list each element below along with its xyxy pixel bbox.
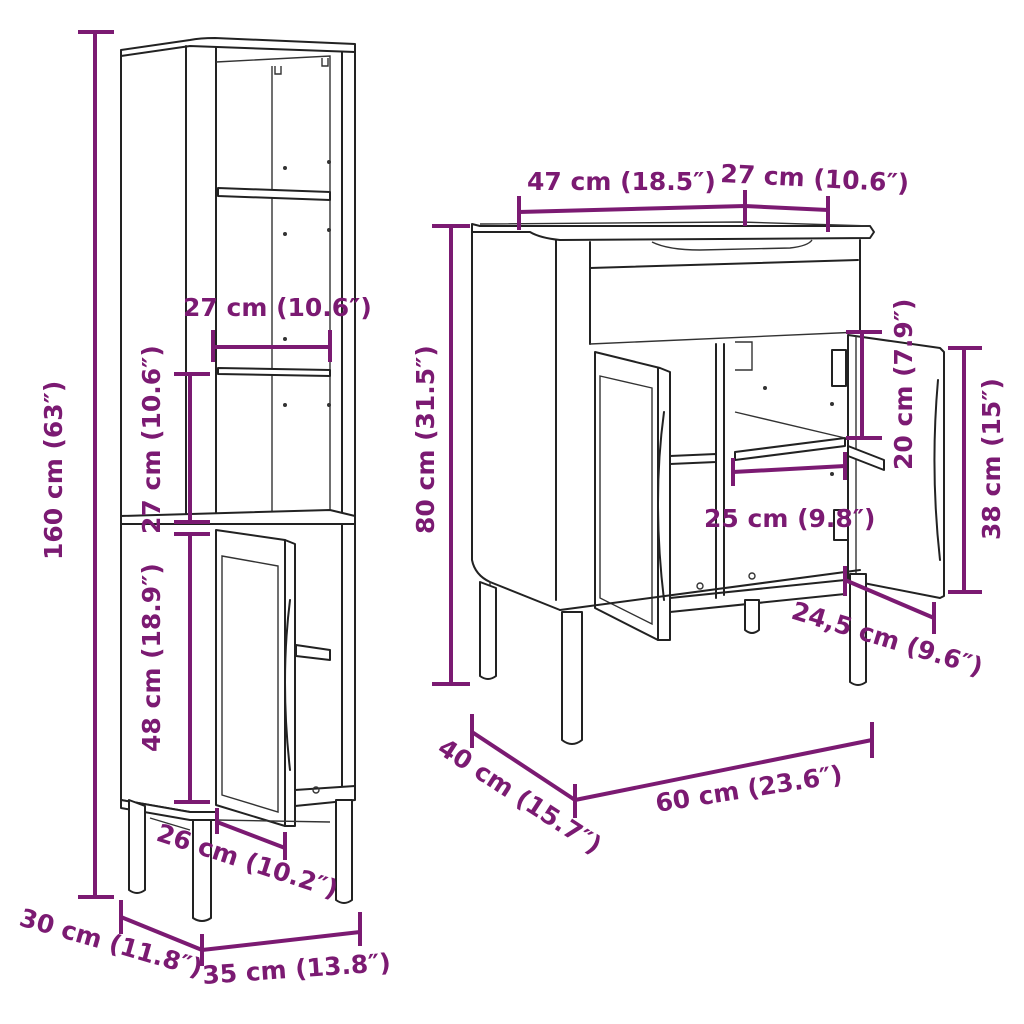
label-vanity-shelf-clearance: 20 cm (7.9″) xyxy=(889,299,918,470)
label-tall-depth: 30 cm (11.8″) xyxy=(16,903,205,983)
label-vanity-door-width: 24,5 cm (9.6″) xyxy=(788,596,986,682)
vanity-cabinet-drawing xyxy=(471,221,945,745)
label-vanity-top-depth: 27 cm (10.6″) xyxy=(720,159,910,198)
label-vanity-shelf-depth: 25 cm (9.8″) xyxy=(704,504,875,533)
label-vanity-width: 60 cm (23.6″) xyxy=(653,760,844,818)
label-tall-shelf-width: 27 cm (10.6″) xyxy=(183,293,372,322)
label-vanity-height: 80 cm (31.5″) xyxy=(411,345,440,534)
label-vanity-door-height: 38 cm (15″) xyxy=(977,378,1006,540)
label-tall-inner-depth: 26 cm (10.2″) xyxy=(153,818,342,904)
label-tall-shelf-height: 27 cm (10.6″) xyxy=(137,345,166,534)
label-vanity-top-width: 47 cm (18.5″) xyxy=(527,167,716,196)
label-tall-width: 35 cm (13.8″) xyxy=(201,948,391,990)
vanity-cabinet-dimensions xyxy=(432,190,982,818)
label-tall-height: 160 cm (63″) xyxy=(39,381,68,560)
tall-cabinet-drawing xyxy=(120,37,356,922)
label-tall-lower-height: 48 cm (18.9″) xyxy=(137,563,166,752)
label-vanity-depth: 40 cm (15.7″) xyxy=(433,733,607,860)
tall-cabinet-dimensions xyxy=(78,30,362,966)
